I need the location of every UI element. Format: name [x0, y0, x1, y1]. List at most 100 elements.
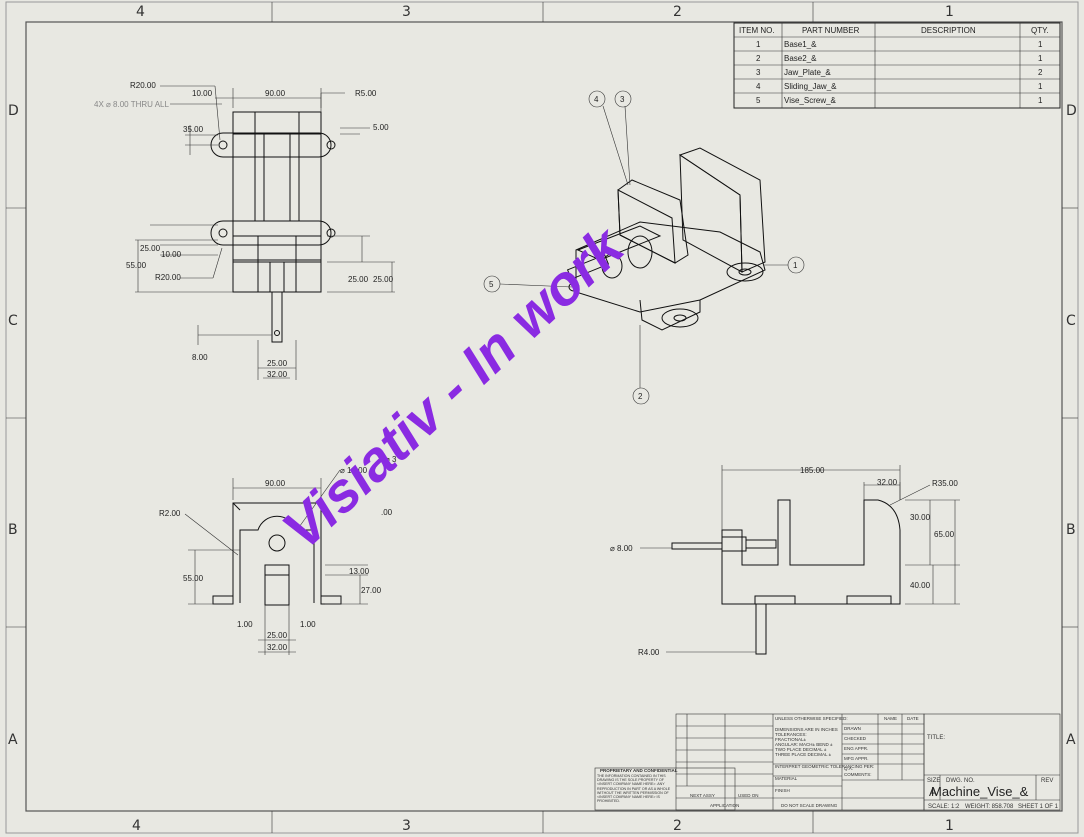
tb-finish: FINISH: [775, 788, 790, 793]
zone-row-b-right: B: [1066, 522, 1076, 538]
bom-row-item: 2: [756, 54, 761, 63]
tb-eng: ENG APPR.: [844, 746, 868, 751]
bom-table: ITEM NO. PART NUMBER DESCRIPTION QTY. 1 …: [733, 22, 1061, 109]
zone-col-3-bottom: 3: [402, 818, 411, 834]
dim-label: 90.00: [265, 89, 286, 98]
tb-application: APPLICATION: [710, 803, 739, 808]
dim-label: R2.00: [159, 509, 181, 518]
dim-label: 13.00: [349, 567, 370, 576]
tb-mfg: MFG APPR.: [844, 756, 869, 761]
zone-row-b-left: B: [8, 522, 18, 538]
tb-prop-title: PROPRIETARY AND CONFIDENTIAL: [600, 768, 678, 773]
bom-row-part: Vise_Screw_&: [784, 96, 837, 105]
bom-row-qty: 1: [1038, 82, 1043, 91]
tb-drawn: DRAWN: [844, 726, 861, 731]
bom-row-qty: 1: [1038, 96, 1043, 105]
tb-rev-label: REV: [1041, 778, 1053, 784]
dim-label: ⌀ 14.00: [340, 466, 368, 475]
tb-prop-text-box: THE INFORMATION CONTAINED IN THIS DRAWIN…: [597, 774, 671, 804]
tb-next-assy: NEXT ASSY: [690, 793, 715, 798]
zone-row-a-left: A: [8, 732, 18, 748]
top-view: R20.00 4X ⌀ 8.00 THRU ALL 10.00 90.00 R5…: [94, 81, 395, 380]
dim-label: R5.00: [355, 89, 377, 98]
dim-label: 30.00: [910, 513, 931, 522]
balloon-label: 5: [489, 280, 494, 289]
tb-ang: ANGULAR: MACH± BEND ±: [775, 742, 833, 747]
dim-label: 55.00: [126, 261, 147, 270]
dim-label: R35.00: [932, 479, 958, 488]
tb-two: TWO PLACE DECIMAL ±: [775, 747, 827, 752]
dim-label: R20.00: [155, 273, 181, 282]
dim-label: 65.00: [934, 530, 955, 539]
tb-prop-text: THE INFORMATION CONTAINED IN THIS DRAWIN…: [597, 774, 671, 804]
tb-material: MATERIAL: [775, 776, 798, 781]
tb-do-not-scale: DO NOT SCALE DRAWING: [781, 803, 838, 808]
side-view: 185.00 32.00 R35.00 30.00 65.00 40.00 ⌀ …: [610, 465, 960, 657]
dim-label: ⌀ 3: [385, 455, 397, 464]
tb-tol: TOLERANCES:: [775, 732, 807, 737]
tb-title-label: TITLE:: [927, 735, 945, 741]
bom-row-item: 1: [756, 40, 761, 49]
balloon-label: 1: [793, 261, 798, 270]
dim-label: 25.00: [267, 631, 288, 640]
tb-dwg-value: Machine_Vise_&: [931, 784, 1029, 799]
dim-label: 25.00: [267, 359, 288, 368]
tb-size-label: SIZE: [927, 778, 940, 784]
dim-label: 27.00: [361, 586, 382, 595]
dim-label: 1.00: [237, 620, 253, 629]
zone-row-a-right: A: [1066, 732, 1076, 748]
dim-label: 5.00: [373, 123, 389, 132]
balloon-label: 4: [594, 95, 599, 104]
bom-header-desc: DESCRIPTION: [921, 26, 976, 35]
tb-date: DATE: [907, 716, 919, 721]
dim-label: .00: [381, 508, 393, 517]
dim-label: 4X ⌀ 8.00 THRU ALL: [94, 100, 169, 109]
tb-weight: WEIGHT: 858.708: [965, 804, 1014, 810]
tb-used-on: USED ON: [738, 793, 759, 798]
zone-col-4-bottom: 4: [132, 818, 141, 834]
zone-row-c-right: C: [1066, 313, 1076, 329]
zone-row-c-left: C: [8, 313, 18, 329]
zone-col-2-top: 2: [673, 4, 682, 20]
tb-qa: Q.A.: [844, 766, 853, 771]
dim-label: 40.00: [910, 581, 931, 590]
bom-row-part: Jaw_Plate_&: [784, 68, 831, 77]
dim-label: ⌀ 8.00: [610, 544, 633, 553]
balloon-label: 3: [620, 95, 625, 104]
front-view: 90.00 ⌀ 14.00 ⌀ 3 R2.00 .00 55.00 13.00 …: [159, 455, 397, 655]
bom-row-item: 4: [756, 82, 761, 91]
tb-dwg-label: DWG. NO.: [946, 778, 975, 784]
zone-col-4-top: 4: [136, 4, 145, 20]
balloon-label: 2: [638, 392, 643, 401]
zone-col-1-top: 1: [945, 4, 954, 20]
bom-row-item: 5: [756, 96, 761, 105]
tb-name: NAME: [884, 716, 897, 721]
bom-row-qty: 1: [1038, 54, 1043, 63]
dim-label: R4.00: [638, 648, 660, 657]
bom-header-qty: QTY.: [1031, 26, 1049, 35]
bom-row-part: Base2_&: [784, 54, 817, 63]
dim-label: R20.00: [130, 81, 156, 90]
zone-row-d-right: D: [1066, 103, 1077, 119]
title-block: UNLESS OTHERWISE SPECIFIED: NAME DATE DI…: [594, 713, 1061, 811]
tb-frac: FRACTIONAL±: [775, 737, 807, 742]
dim-label: 25.00: [348, 275, 369, 284]
dim-label: 55.00: [183, 574, 204, 583]
dim-label: 32.00: [267, 643, 288, 652]
dim-label: 32.00: [877, 478, 898, 487]
bom-header-part: PART NUMBER: [802, 26, 860, 35]
zone-ticks: [6, 2, 1078, 833]
dim-label: 8.00: [192, 353, 208, 362]
tb-size-value: A: [929, 785, 937, 799]
dim-label: 1.00: [300, 620, 316, 629]
dim-label: 10.00: [161, 250, 182, 259]
bom-row-qty: 2: [1038, 68, 1043, 77]
dim-label: 25.00: [140, 244, 161, 253]
dim-label: 185.00: [800, 466, 825, 475]
zone-col-2-bottom: 2: [673, 818, 682, 834]
zone-row-d-left: D: [8, 103, 19, 119]
inner-border: [25, 21, 1063, 812]
tb-dims: DIMENSIONS ARE IN INCHES: [775, 727, 838, 732]
tb-interpret: INTERPRET GEOMETRIC TOLERANCING PER:: [775, 764, 874, 769]
